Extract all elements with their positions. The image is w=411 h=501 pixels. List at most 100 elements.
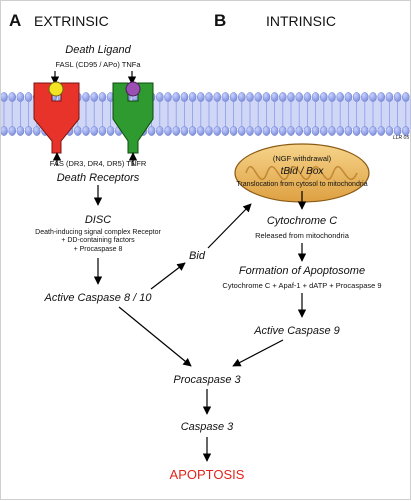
- phospholipid-head: [1, 126, 8, 136]
- phospholipid-head: [344, 92, 353, 102]
- phospholipid-head: [98, 126, 107, 136]
- mitochondrion-detail: Translocation from cytosol to mitochondr…: [236, 181, 367, 188]
- phospholipid-head: [336, 92, 345, 102]
- phospholipid-head: [393, 92, 402, 102]
- phospholipid-head: [237, 92, 246, 102]
- phospholipid-head: [278, 92, 287, 102]
- red-receptor: [33, 81, 80, 154]
- phospholipid-head: [360, 126, 369, 136]
- panel-b-title: INTRINSIC: [266, 13, 336, 29]
- phospholipid-head: [303, 126, 312, 136]
- death-ligand-label: Death Ligand: [65, 44, 131, 56]
- death-ligand-examples: FASL (CD95 / APo) TNFa: [55, 60, 141, 69]
- mitochondrion-cristae: [245, 165, 358, 181]
- phospholipid-head: [270, 92, 279, 102]
- phospholipid-head: [295, 126, 304, 136]
- phospholipid-head: [164, 92, 172, 102]
- phospholipid-head: [303, 92, 312, 102]
- mitochondrion-title: tBid / Box: [281, 166, 325, 177]
- phospholipid-head: [401, 92, 410, 102]
- phospholipid-head: [369, 126, 377, 136]
- phospholipid-head: [180, 126, 189, 136]
- phospholipid-head: [254, 92, 263, 102]
- phospholipid-head: [311, 126, 320, 136]
- phospholipid-head: [278, 126, 287, 136]
- yellow-ligand-icon: [48, 81, 64, 97]
- phospholipid-head: [344, 126, 353, 136]
- phospholipid-head: [180, 92, 189, 102]
- phospholipid-head: [270, 126, 279, 136]
- phospholipid-head: [205, 92, 213, 102]
- phospholipid-head: [237, 126, 246, 136]
- phospholipid-head: [90, 126, 98, 136]
- phospholipid-head: [319, 126, 328, 136]
- phospholipid-head: [24, 92, 33, 102]
- phospholipid-head: [328, 92, 336, 102]
- phospholipid-head: [1, 92, 8, 102]
- phospholipid-head: [311, 92, 320, 102]
- phospholipid-head: [155, 126, 164, 136]
- bid-label: Bid: [189, 250, 206, 262]
- phospholipid-head: [16, 126, 25, 136]
- phospholipid-head: [369, 92, 377, 102]
- phospholipid-head: [82, 92, 90, 102]
- phospholipid-head: [287, 92, 295, 102]
- phospholipid-head: [16, 92, 25, 102]
- phospholipid-head: [328, 126, 336, 136]
- phospholipid-head: [287, 126, 295, 136]
- apoptosome-detail: Cytochrome C + Apaf-1 + dATP + Procaspas…: [222, 281, 381, 290]
- mitochondrion-trigger: (NGF withdrawal): [273, 154, 332, 163]
- cytochrome-c-detail: Released from mitochondria: [255, 231, 350, 240]
- phospholipid-head: [33, 126, 41, 136]
- phospholipid-head: [385, 92, 394, 102]
- arrow-caspase8-to-procaspase3: [118, 306, 192, 367]
- phospholipid-head: [98, 92, 107, 102]
- red-receptor-body: [33, 82, 80, 154]
- phospholipid-head: [172, 126, 180, 136]
- purple-ligand-icon: [125, 81, 141, 97]
- procaspase-3: Procaspase 3: [173, 374, 241, 386]
- phospholipid-head: [246, 92, 254, 102]
- arrow-to-mitochondrion: [207, 203, 252, 249]
- death-receptors-examples: FAS (DR3, DR4, DR5) TNFR: [50, 159, 147, 168]
- phospholipid-head: [188, 126, 197, 136]
- phospholipid-head: [221, 126, 230, 136]
- disc-line-3: + Procaspase 8: [74, 246, 123, 253]
- disc-title: DISC: [85, 214, 111, 226]
- panel-b-letter: B: [214, 11, 226, 30]
- phospholipid-head: [221, 92, 230, 102]
- membrane-credit: LLR 05: [393, 135, 409, 141]
- caspase-3: Caspase 3: [181, 421, 234, 433]
- phospholipid-head: [196, 126, 205, 136]
- phospholipid-head: [229, 126, 238, 136]
- phospholipid-head: [205, 126, 213, 136]
- phospholipid-head: [262, 126, 271, 136]
- phospholipid-head: [336, 126, 345, 136]
- phospholipid-head: [254, 126, 263, 136]
- green-receptor: [112, 81, 154, 154]
- cytochrome-c-title: Cytochrome C: [267, 215, 337, 227]
- phospholipid-head: [164, 126, 172, 136]
- phospholipid-head: [90, 92, 98, 102]
- phospholipid-head: [319, 92, 328, 102]
- active-caspase-9: Active Caspase 9: [253, 325, 340, 337]
- active-caspase-8-10: Active Caspase 8 / 10: [43, 292, 152, 304]
- phospholipid-head: [8, 126, 16, 136]
- phospholipid-head: [74, 126, 82, 136]
- phospholipid-head: [352, 126, 361, 136]
- phospholipid-head: [360, 92, 369, 102]
- panel-a-title: EXTRINSIC: [34, 13, 109, 29]
- apoptosis-label: APOPTOSIS: [170, 467, 245, 482]
- phospholipid-head: [82, 126, 90, 136]
- phospholipid-head: [262, 92, 271, 102]
- phospholipid-head: [147, 126, 156, 136]
- phospholipid-head: [377, 92, 386, 102]
- phospholipid-head: [213, 126, 221, 136]
- arrow-caspase9-to-procaspase3: [232, 339, 284, 367]
- arrow-to-bid: [150, 262, 186, 290]
- disc-line-1: Death-inducing signal complex Receptor: [35, 229, 161, 236]
- phospholipid-head: [8, 92, 16, 102]
- death-receptors-label: Death Receptors: [57, 172, 140, 184]
